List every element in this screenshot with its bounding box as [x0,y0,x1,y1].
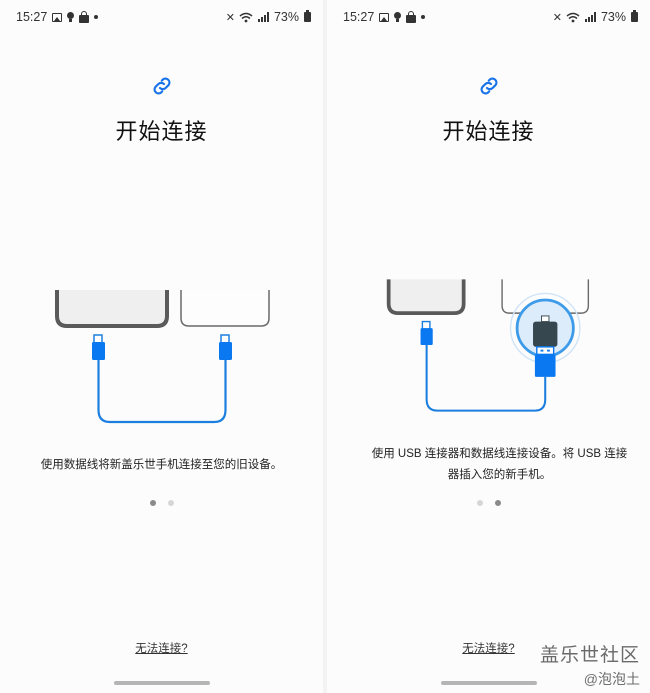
mute-icon: ✕ [225,11,235,24]
battery-percent: 73% [600,10,626,24]
gallery-icon [379,12,390,22]
notification-dot-icon [421,15,426,19]
page-title: 开始连接 [115,119,208,144]
cannot-connect-link[interactable]: 无法连接? [0,640,323,656]
left-usb-c-connector [92,334,105,360]
wifi-icon [566,12,580,22]
wifi-icon [239,12,253,22]
right-usb-c-connector [219,334,232,360]
battery-icon [631,10,638,22]
usb-otg-adapter [533,315,558,347]
bulb-icon [394,12,402,22]
home-gesture-bar[interactable] [113,681,210,685]
page-dot-1[interactable] [476,500,483,506]
cable-connection-illustration [55,290,270,424]
bulb-icon [67,12,75,22]
cannot-connect-link-text[interactable]: 无法连接? [462,643,515,655]
old-phone-illustration [55,290,169,328]
page-dot-2[interactable] [494,500,501,506]
mute-icon: ✕ [552,11,562,24]
watermark-title: 盖乐世社区 [539,644,640,666]
screenshot-divider [323,0,327,693]
battery-icon [304,10,311,22]
shopping-bag-icon [406,10,417,23]
page-title: 开始连接 [442,119,535,144]
left-usb-c-connector [420,320,433,345]
connect-screen-page-1: 15:27 ✕ 73% 开始连接 [0,0,323,693]
watermark-user: @泡泡土 [583,671,640,687]
link-icon [153,77,170,95]
watermark: 盖乐世社区 @泡泡土 [540,640,640,689]
home-gesture-bar[interactable] [440,681,537,685]
new-phone-illustration [180,290,270,327]
cannot-connect-link-text[interactable]: 无法连接? [135,643,188,655]
page-indicator [0,500,323,506]
instruction-text: 使用数据线将新盖乐世手机连接至您的旧设备。 [40,459,283,471]
page-dot-1[interactable] [149,500,156,506]
old-phone-illustration [386,279,466,315]
shopping-bag-icon [79,10,90,23]
link-icon [480,77,497,95]
status-bar: 15:27 ✕ 73% [343,8,638,26]
usb-cable [97,360,227,424]
signal-icon [257,12,269,22]
signal-icon [584,12,596,22]
page-indicator [327,500,650,506]
page-dot-2[interactable] [167,500,174,506]
clock: 15:27 [16,10,48,24]
connect-screen-page-2: 15:27 ✕ 73% 开始连接 [327,0,650,693]
usb-cable [425,345,547,412]
gallery-icon [52,12,63,22]
cannot-connect-link[interactable]: 无法连接? [327,640,650,656]
notification-dot-icon [94,15,99,19]
clock: 15:27 [343,10,375,24]
battery-percent: 73% [273,10,299,24]
instruction-text: 使用 USB 连接器和数据线连接设备。将 USB 连接器插入您的新手机。 [371,448,628,481]
usb-a-connector [534,346,556,377]
status-bar: 15:27 ✕ 73% [16,8,311,26]
usb-adapter-illustration [386,279,590,412]
